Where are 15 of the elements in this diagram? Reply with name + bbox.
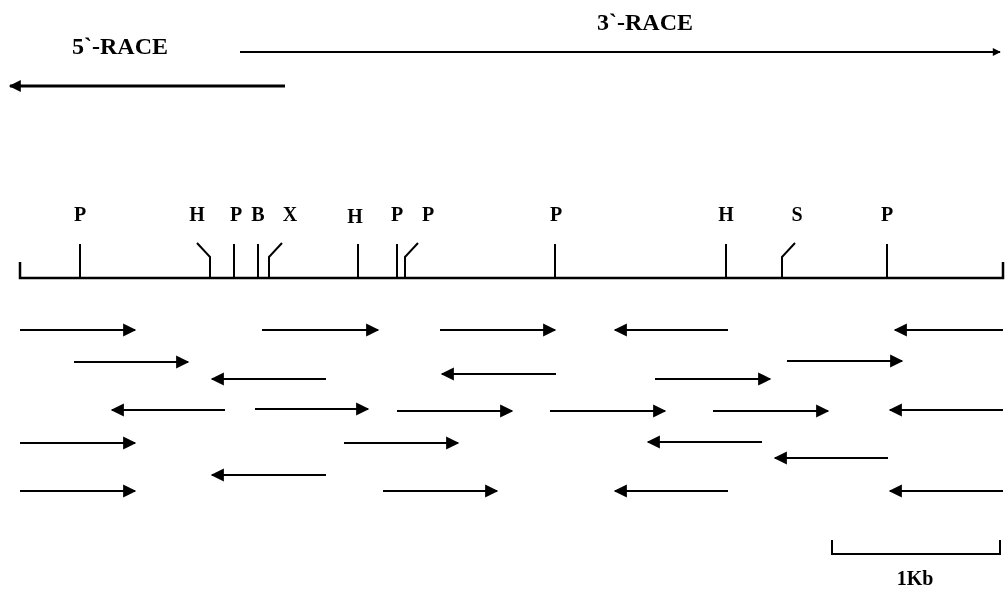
restriction-site-label: S xyxy=(791,204,803,224)
scale-label: 1Kb xyxy=(896,568,934,588)
restriction-site-label: H xyxy=(347,206,363,226)
restriction-site-label: P xyxy=(390,204,404,224)
restriction-site-label: H xyxy=(718,204,734,224)
restriction-site-label: B xyxy=(251,204,265,224)
restriction-site-label: P xyxy=(229,204,243,224)
restriction-site-label: H xyxy=(189,204,205,224)
restriction-site-label: P xyxy=(880,204,894,224)
race-label: 5`-RACE xyxy=(72,34,168,58)
restriction-site-label: X xyxy=(282,204,298,224)
restriction-site-label: P xyxy=(549,204,563,224)
restriction-site-label: P xyxy=(73,204,87,224)
restriction-site-label: P xyxy=(421,204,435,224)
race-label: 3`-RACE xyxy=(597,10,693,34)
